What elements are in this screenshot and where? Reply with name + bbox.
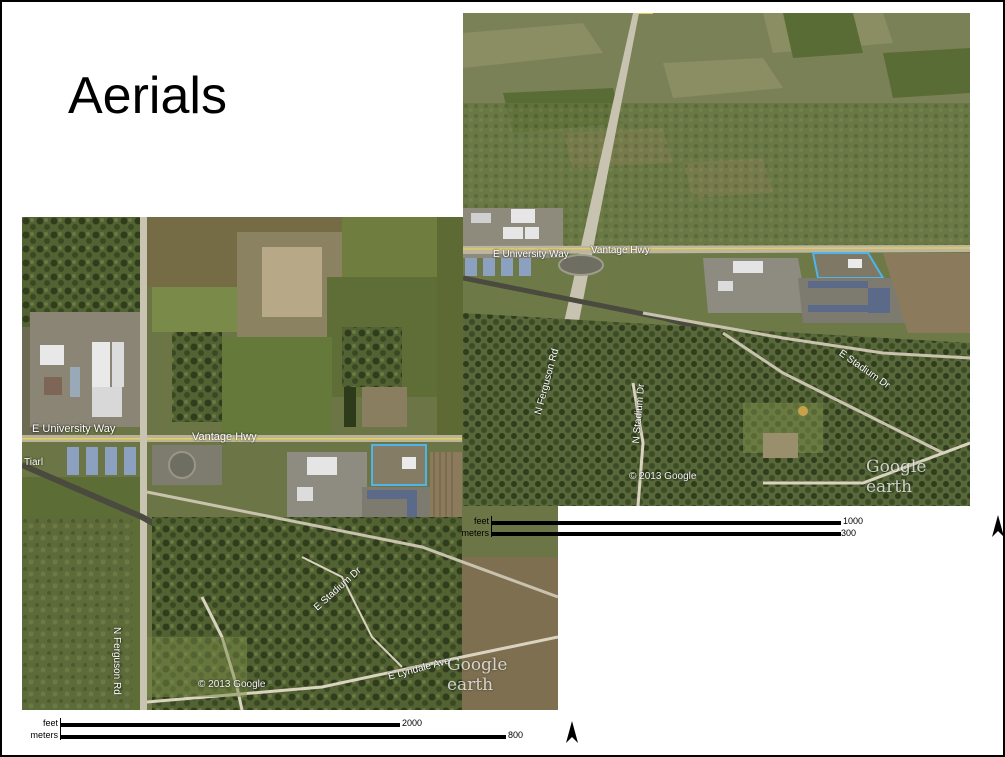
scale-feet-label: feet [42, 718, 58, 728]
scale-feet-bar [491, 521, 841, 525]
aerial-oblique-imagery [463, 13, 970, 506]
road-label-vantage-hwy: Vantage Hwy [192, 431, 257, 443]
scale-bar-top-down: feet 2000 meters 800 [24, 718, 544, 748]
scale-meters-bar [491, 532, 841, 536]
road-label-n-ferguson-rd: N Ferguson Rd [111, 627, 122, 695]
scale-meters-value: 300 [841, 528, 857, 538]
north-arrow-icon [566, 721, 578, 743]
scale-meters-value: 800 [508, 730, 524, 740]
road-label-e-university-way: E University Way [493, 249, 569, 260]
road-label-e-university-way: E University Way [32, 423, 116, 435]
aerial-image-oblique: E University Way Vantage Hwy N Ferguson … [463, 13, 970, 506]
scale-meters-label: meters [461, 528, 489, 538]
copyright-text: © 2013 Google [629, 471, 697, 482]
scale-meters-bar [60, 735, 506, 739]
slide-title: Aerials [68, 67, 227, 125]
scale-feet-value: 2000 [402, 718, 423, 728]
copyright-text: © 2013 Google [198, 679, 266, 690]
scale-feet-value: 1000 [843, 516, 864, 526]
scale-feet-bar [60, 723, 400, 727]
road-label-tiarl: Tiarl [24, 457, 44, 468]
scale-bar-oblique: feet 1000 meters 300 [457, 513, 877, 543]
google-earth-watermark: Google earth [866, 457, 927, 497]
scale-start-tick [491, 516, 492, 537]
north-arrow-icon [992, 515, 1003, 537]
scale-start-tick [60, 718, 61, 740]
google-earth-watermark: Google earth [447, 655, 508, 695]
road-label-vantage-hwy: Vantage Hwy [591, 245, 650, 256]
scale-meters-label: meters [30, 730, 58, 740]
scale-feet-label: feet [473, 516, 489, 526]
